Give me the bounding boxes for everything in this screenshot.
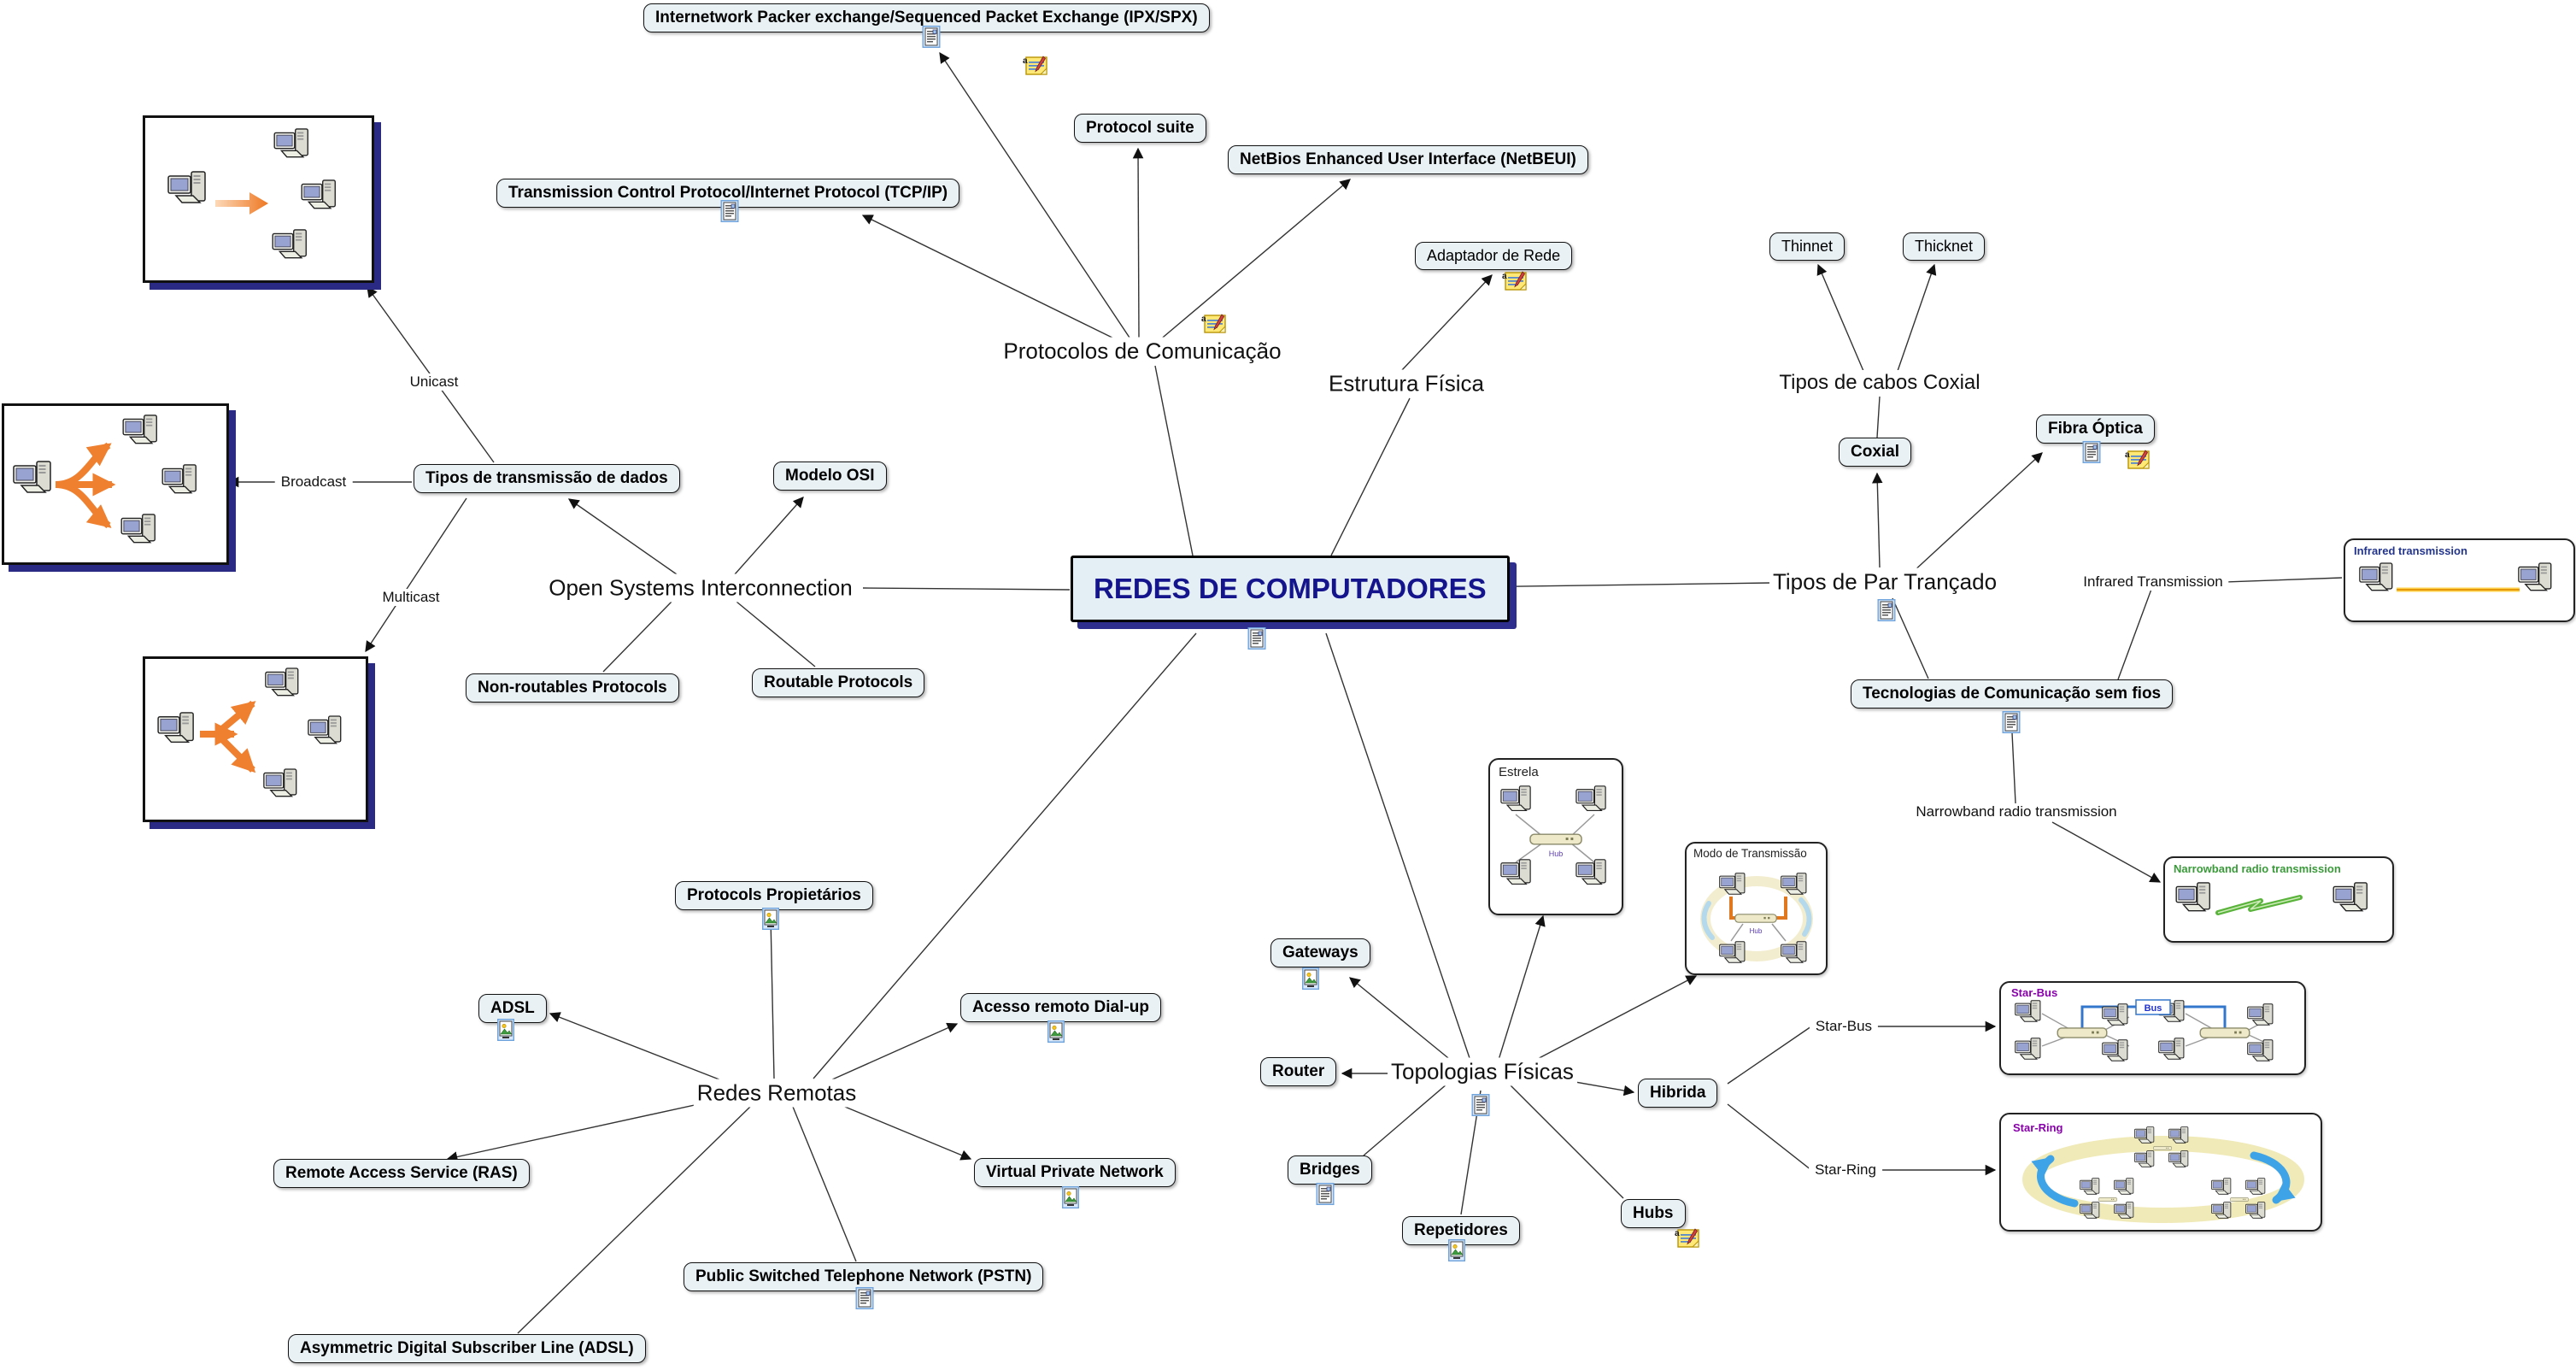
node-protocols-propietarios[interactable]: Protocols Propietários xyxy=(675,881,873,910)
star-ring-drawing xyxy=(2022,1114,2304,1223)
notes-icon-pstn[interactable] xyxy=(855,1287,874,1309)
infrared-drawing xyxy=(2359,562,2552,592)
multicast-drawing xyxy=(157,667,342,797)
annotation-icon-fibra-optica[interactable] xyxy=(2125,449,2151,471)
edge-label-star-ring: Star-Ring xyxy=(1809,1161,1882,1179)
notes-icon-topologias[interactable] xyxy=(1471,1094,1490,1116)
hub-tipos-de-cabos-coxial[interactable]: Tipos de cabos Coxial xyxy=(1775,370,1984,396)
image-attachment-icon-propietarios[interactable] xyxy=(762,908,779,930)
star-bus-topology-image[interactable]: Star-Bus Bus xyxy=(1999,981,2306,1075)
hub-open-systems-interconnection[interactable]: Open Systems Interconnection xyxy=(545,573,856,603)
node-netbeui[interactable]: NetBios Enhanced User Interface (NetBEUI… xyxy=(1228,145,1588,174)
star-bus-drawing: Bus xyxy=(2015,999,2274,1061)
notes-icon-ipx-spx[interactable] xyxy=(922,26,941,48)
image-attachment-icon-repetidores[interactable] xyxy=(1448,1239,1465,1261)
annotation-icon-hubs[interactable] xyxy=(1675,1227,1700,1249)
broadcast-image[interactable] xyxy=(2,403,229,565)
notes-icon-par-trancado[interactable] xyxy=(1877,599,1896,621)
node-hubs[interactable]: Hubs xyxy=(1621,1199,1686,1228)
hub-topologias-fisicas[interactable]: Topologias Físicas xyxy=(1388,1057,1577,1086)
star-bus-image-caption: Star-Bus xyxy=(2011,986,2058,999)
main-branches xyxy=(813,365,1771,1079)
notes-icon-fibra-optica[interactable] xyxy=(2082,441,2101,463)
image-attachment-icon-gateways[interactable] xyxy=(1302,967,1319,990)
infrared-image-caption: Infrared transmission xyxy=(2354,544,2467,557)
hub-estrutura-fisica[interactable]: Estrutura Física xyxy=(1324,369,1488,398)
image-attachment-icon-vpn[interactable] xyxy=(1062,1186,1079,1208)
central-topic[interactable]: REDES DE COMPUTADORES xyxy=(1071,556,1510,622)
node-coxial[interactable]: Coxial xyxy=(1839,438,1912,467)
bus-tag: Bus xyxy=(2145,1003,2162,1014)
node-fibra-optica[interactable]: Fibra Óptica xyxy=(2036,415,2155,444)
node-pstn[interactable]: Public Switched Telephone Network (PSTN) xyxy=(684,1262,1044,1291)
node-router[interactable]: Router xyxy=(1260,1057,1337,1086)
node-adaptador-de-rede[interactable]: Adaptador de Rede xyxy=(1415,242,1573,270)
node-vpn[interactable]: Virtual Private Network xyxy=(974,1158,1176,1187)
image-attachment-icon-dialup[interactable] xyxy=(1047,1020,1065,1043)
hub-protocolos-de-comunicacao[interactable]: Protocolos de Comunicação xyxy=(1000,337,1285,366)
estrela-image-caption: Estrela xyxy=(1499,765,1539,779)
narrowband-drawing xyxy=(2175,882,2368,915)
node-routable-protocols[interactable]: Routable Protocols xyxy=(752,668,925,697)
notes-icon-sem-fios[interactable] xyxy=(2002,711,2021,733)
broadcast-drawing xyxy=(13,415,197,544)
edge-label-infrared-transmission: Infrared Transmission xyxy=(2077,573,2229,591)
hub-redes-remotas[interactable]: Redes Remotas xyxy=(693,1079,860,1108)
narrowband-radio-image[interactable]: Narrowband radio transmission xyxy=(2163,856,2394,943)
star-ring-image-caption: Star-Ring xyxy=(2013,1121,2063,1134)
narrowband-image-caption: Narrowband radio transmission xyxy=(2174,862,2341,875)
node-hibrida[interactable]: Hibrida xyxy=(1638,1079,1718,1108)
node-thicknet[interactable]: Thicknet xyxy=(1903,232,1986,261)
edge-label-narrowband: Narrowband radio transmission xyxy=(1910,803,2123,820)
node-protocol-suite[interactable]: Protocol suite xyxy=(1074,114,1206,143)
node-thinnet[interactable]: Thinnet xyxy=(1769,232,1845,261)
edge-label-broadcast: Broadcast xyxy=(274,473,353,491)
annotation-icon-ipx-spx[interactable] xyxy=(1023,55,1048,77)
multicast-image[interactable] xyxy=(143,656,368,822)
notes-icon-bridges[interactable] xyxy=(1316,1183,1335,1205)
modo-drawing: Hub xyxy=(1700,873,1813,963)
notes-icon-central[interactable] xyxy=(1247,627,1266,650)
node-modelo-osi[interactable]: Modelo OSI xyxy=(773,462,887,491)
node-adsl-full[interactable]: Asymmetric Digital Subscriber Line (ADSL… xyxy=(288,1334,646,1363)
modo-hub-tag: Hub xyxy=(1750,927,1763,935)
node-ras[interactable]: Remote Access Service (RAS) xyxy=(273,1159,530,1188)
node-non-routables-protocols[interactable]: Non-routables Protocols xyxy=(466,673,679,703)
modo-image-caption: Modo de Transmissão xyxy=(1693,847,1807,860)
notes-icon-tcp-ip[interactable] xyxy=(720,200,739,222)
star-ring-topology-image[interactable]: Star-Ring xyxy=(1999,1113,2322,1232)
hub-tipos-de-par-trancado[interactable]: Tipos de Par Trançado xyxy=(1769,567,2001,597)
estrela-topology-image[interactable]: Estrela Hub xyxy=(1488,758,1623,915)
node-gateways[interactable]: Gateways xyxy=(1270,938,1370,967)
edge-label-star-bus: Star-Bus xyxy=(1809,1018,1879,1035)
edge-label-multicast: Multicast xyxy=(376,589,446,606)
node-tecnologias-sem-fios[interactable]: Tecnologias de Comunicação sem fios xyxy=(1851,679,2174,709)
node-adsl[interactable]: ADSL xyxy=(478,994,547,1023)
infrared-transmission-image[interactable]: Infrared transmission xyxy=(2344,538,2575,622)
estrela-drawing: Hub xyxy=(1500,785,1606,885)
node-acesso-remoto-dialup[interactable]: Acesso remoto Dial-up xyxy=(960,993,1161,1022)
node-bridges[interactable]: Bridges xyxy=(1288,1155,1372,1185)
edge-label-unicast: Unicast xyxy=(403,373,465,391)
annotation-icon-adaptador[interactable] xyxy=(1502,270,1528,292)
image-attachment-icon-adsl[interactable] xyxy=(497,1019,514,1041)
annotation-icon-protocolos[interactable] xyxy=(1201,313,1227,335)
estrela-hub-tag: Hub xyxy=(1549,850,1564,858)
unicast-drawing xyxy=(167,128,336,259)
node-tipos-de-transmissao[interactable]: Tipos de transmissão de dados xyxy=(414,464,680,493)
unicast-image[interactable] xyxy=(143,115,374,283)
modo-transmissao-image[interactable]: Modo de Transmissão Hub xyxy=(1685,842,1828,975)
